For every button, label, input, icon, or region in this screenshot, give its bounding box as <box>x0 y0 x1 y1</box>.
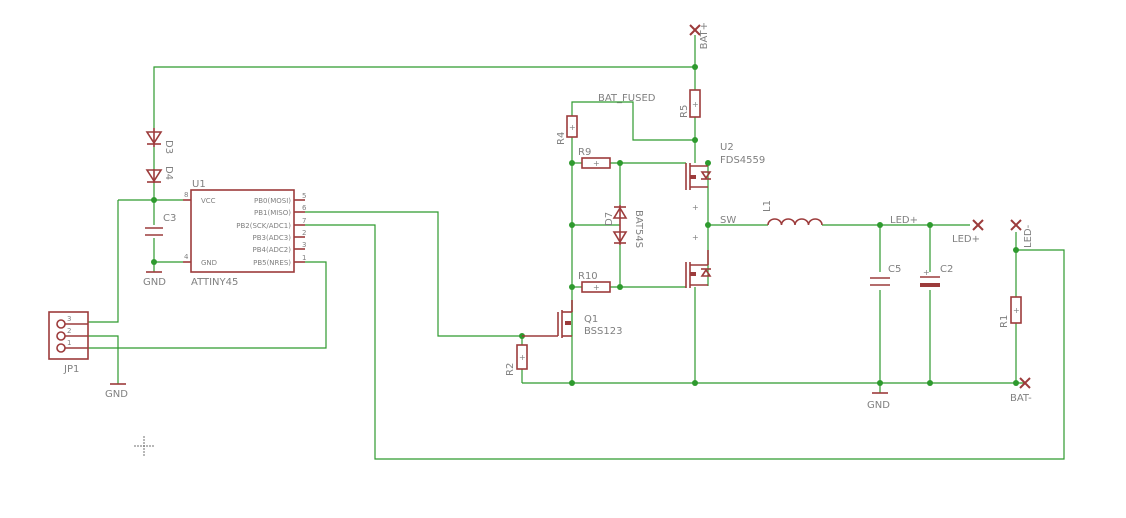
d3-ref: D3 <box>163 140 174 154</box>
u1-pin-gnd: GND <box>201 259 217 267</box>
c5-ref: C5 <box>888 264 901 275</box>
u1-value: ATTINY45 <box>191 277 238 288</box>
c5-capacitor[interactable]: C5 <box>870 264 901 286</box>
r10-resistor[interactable]: + R10 <box>578 271 611 293</box>
sw-label: SW <box>720 215 736 226</box>
u1-pinnum-3: 3 <box>302 241 306 249</box>
svg-text:+: + <box>593 159 600 168</box>
r9-resistor[interactable]: + R9 <box>578 147 611 169</box>
jp1-connector[interactable]: 3 2 1 JP1 <box>48 311 89 375</box>
d3-diode[interactable]: D3 <box>145 128 174 154</box>
l1-ref: L1 <box>762 200 773 212</box>
gnd-c3-label: GND <box>143 277 166 288</box>
gnd-symbol-main: GND <box>867 392 890 411</box>
d7-value: BAT54S <box>633 210 644 248</box>
d4-diode[interactable]: D4 <box>145 166 174 183</box>
l1-inductor[interactable]: L1 <box>762 200 823 226</box>
led-plus-port-label: LED+ <box>952 234 980 245</box>
bat-plus-label: BAT+ <box>699 22 710 49</box>
r5-resistor[interactable]: + R5 <box>679 89 701 118</box>
q1-mosfet[interactable]: Q1 BSS123 <box>522 300 622 338</box>
u1-pinnum-5: 5 <box>302 192 306 200</box>
r1-ref: R1 <box>999 315 1010 328</box>
r2-ref: R2 <box>505 363 516 376</box>
led-plus-net-label: LED+ <box>890 215 918 226</box>
svg-text:+: + <box>593 283 600 292</box>
u1-pinnum-6: 6 <box>302 204 307 212</box>
u1-pinnum-1: 1 <box>302 254 306 262</box>
c2-capacitor[interactable]: + C2 <box>920 264 953 287</box>
junction-dots <box>151 64 1019 386</box>
wires <box>88 35 1065 460</box>
svg-text:+: + <box>692 233 699 242</box>
jp1-pin-1: 1 <box>67 339 71 347</box>
svg-text:+: + <box>692 100 699 109</box>
svg-text:+: + <box>519 353 526 362</box>
u2-ref: U2 <box>720 142 734 153</box>
r1-resistor[interactable]: + R1 <box>999 296 1022 328</box>
u1-pin-pb1: PB1(MISO) <box>254 209 291 217</box>
gnd-jp1-label: GND <box>105 389 128 400</box>
u1-pin-pb2: PB2(SCK/ADC1) <box>236 222 291 230</box>
u1-pinnum-7: 7 <box>302 217 306 225</box>
svg-text:+: + <box>923 268 930 277</box>
r4-ref: R4 <box>556 132 567 145</box>
u1-pin-pb4: PB4(ADC2) <box>253 246 292 254</box>
crosshair-cursor-icon <box>134 436 154 456</box>
led-minus-label: LED- <box>1023 224 1034 248</box>
bat-minus-port[interactable]: BAT- <box>1010 377 1032 404</box>
jp1-ref: JP1 <box>63 364 79 375</box>
c2-ref: C2 <box>940 264 953 275</box>
u1-pinnum-8: 8 <box>184 191 188 199</box>
u1-pin-pb3: PB3(ADC3) <box>253 234 292 242</box>
jp1-pin-2: 2 <box>67 327 71 335</box>
jp1-pin-3: 3 <box>67 315 71 323</box>
gnd-main-label: GND <box>867 400 890 411</box>
svg-text:+: + <box>692 203 699 212</box>
c3-capacitor[interactable]: C3 <box>145 213 176 236</box>
r5-ref: R5 <box>679 105 690 118</box>
u1-pin-vcc: VCC <box>201 197 216 205</box>
led-minus-port[interactable]: LED- <box>1010 219 1034 248</box>
c3-ref: C3 <box>163 213 176 224</box>
u2-value: FDS4559 <box>720 155 765 166</box>
svg-text:+: + <box>569 123 576 132</box>
u1-pin-pb0: PB0(MOSI) <box>254 197 291 205</box>
bat-fused-label: BAT_FUSED <box>598 93 656 104</box>
led-plus-port[interactable]: LED+ <box>952 219 984 245</box>
bat-plus-port[interactable]: BAT+ <box>689 22 710 49</box>
r10-ref: R10 <box>578 271 598 282</box>
q1-ref: Q1 <box>584 314 598 325</box>
r9-ref: R9 <box>578 147 591 158</box>
d7-dual-diode[interactable]: D7 BAT54S <box>604 205 644 248</box>
u2-mosfet-pair[interactable]: + + U2 FDS4559 <box>685 142 765 288</box>
d7-ref: D7 <box>604 212 615 226</box>
d4-ref: D4 <box>163 166 174 180</box>
svg-text:+: + <box>1013 306 1020 315</box>
r4-resistor[interactable]: + R4 <box>556 115 578 145</box>
gnd-symbol-jp1: GND <box>105 383 128 400</box>
u1-pin-pb5: PB5(NRES) <box>253 259 291 267</box>
bat-minus-label: BAT- <box>1010 393 1032 404</box>
u1-pinnum-2: 2 <box>302 229 306 237</box>
u1-attiny45[interactable]: U1 ATTINY45 VCC GND 8 4 PB0(MOSI) PB1(MI… <box>183 179 307 288</box>
u1-ref: U1 <box>192 179 206 190</box>
q1-value: BSS123 <box>584 326 622 337</box>
u1-pinnum-4: 4 <box>184 253 189 261</box>
gnd-symbol-c3: GND <box>143 271 166 288</box>
r2-resistor[interactable]: + R2 <box>505 344 528 376</box>
